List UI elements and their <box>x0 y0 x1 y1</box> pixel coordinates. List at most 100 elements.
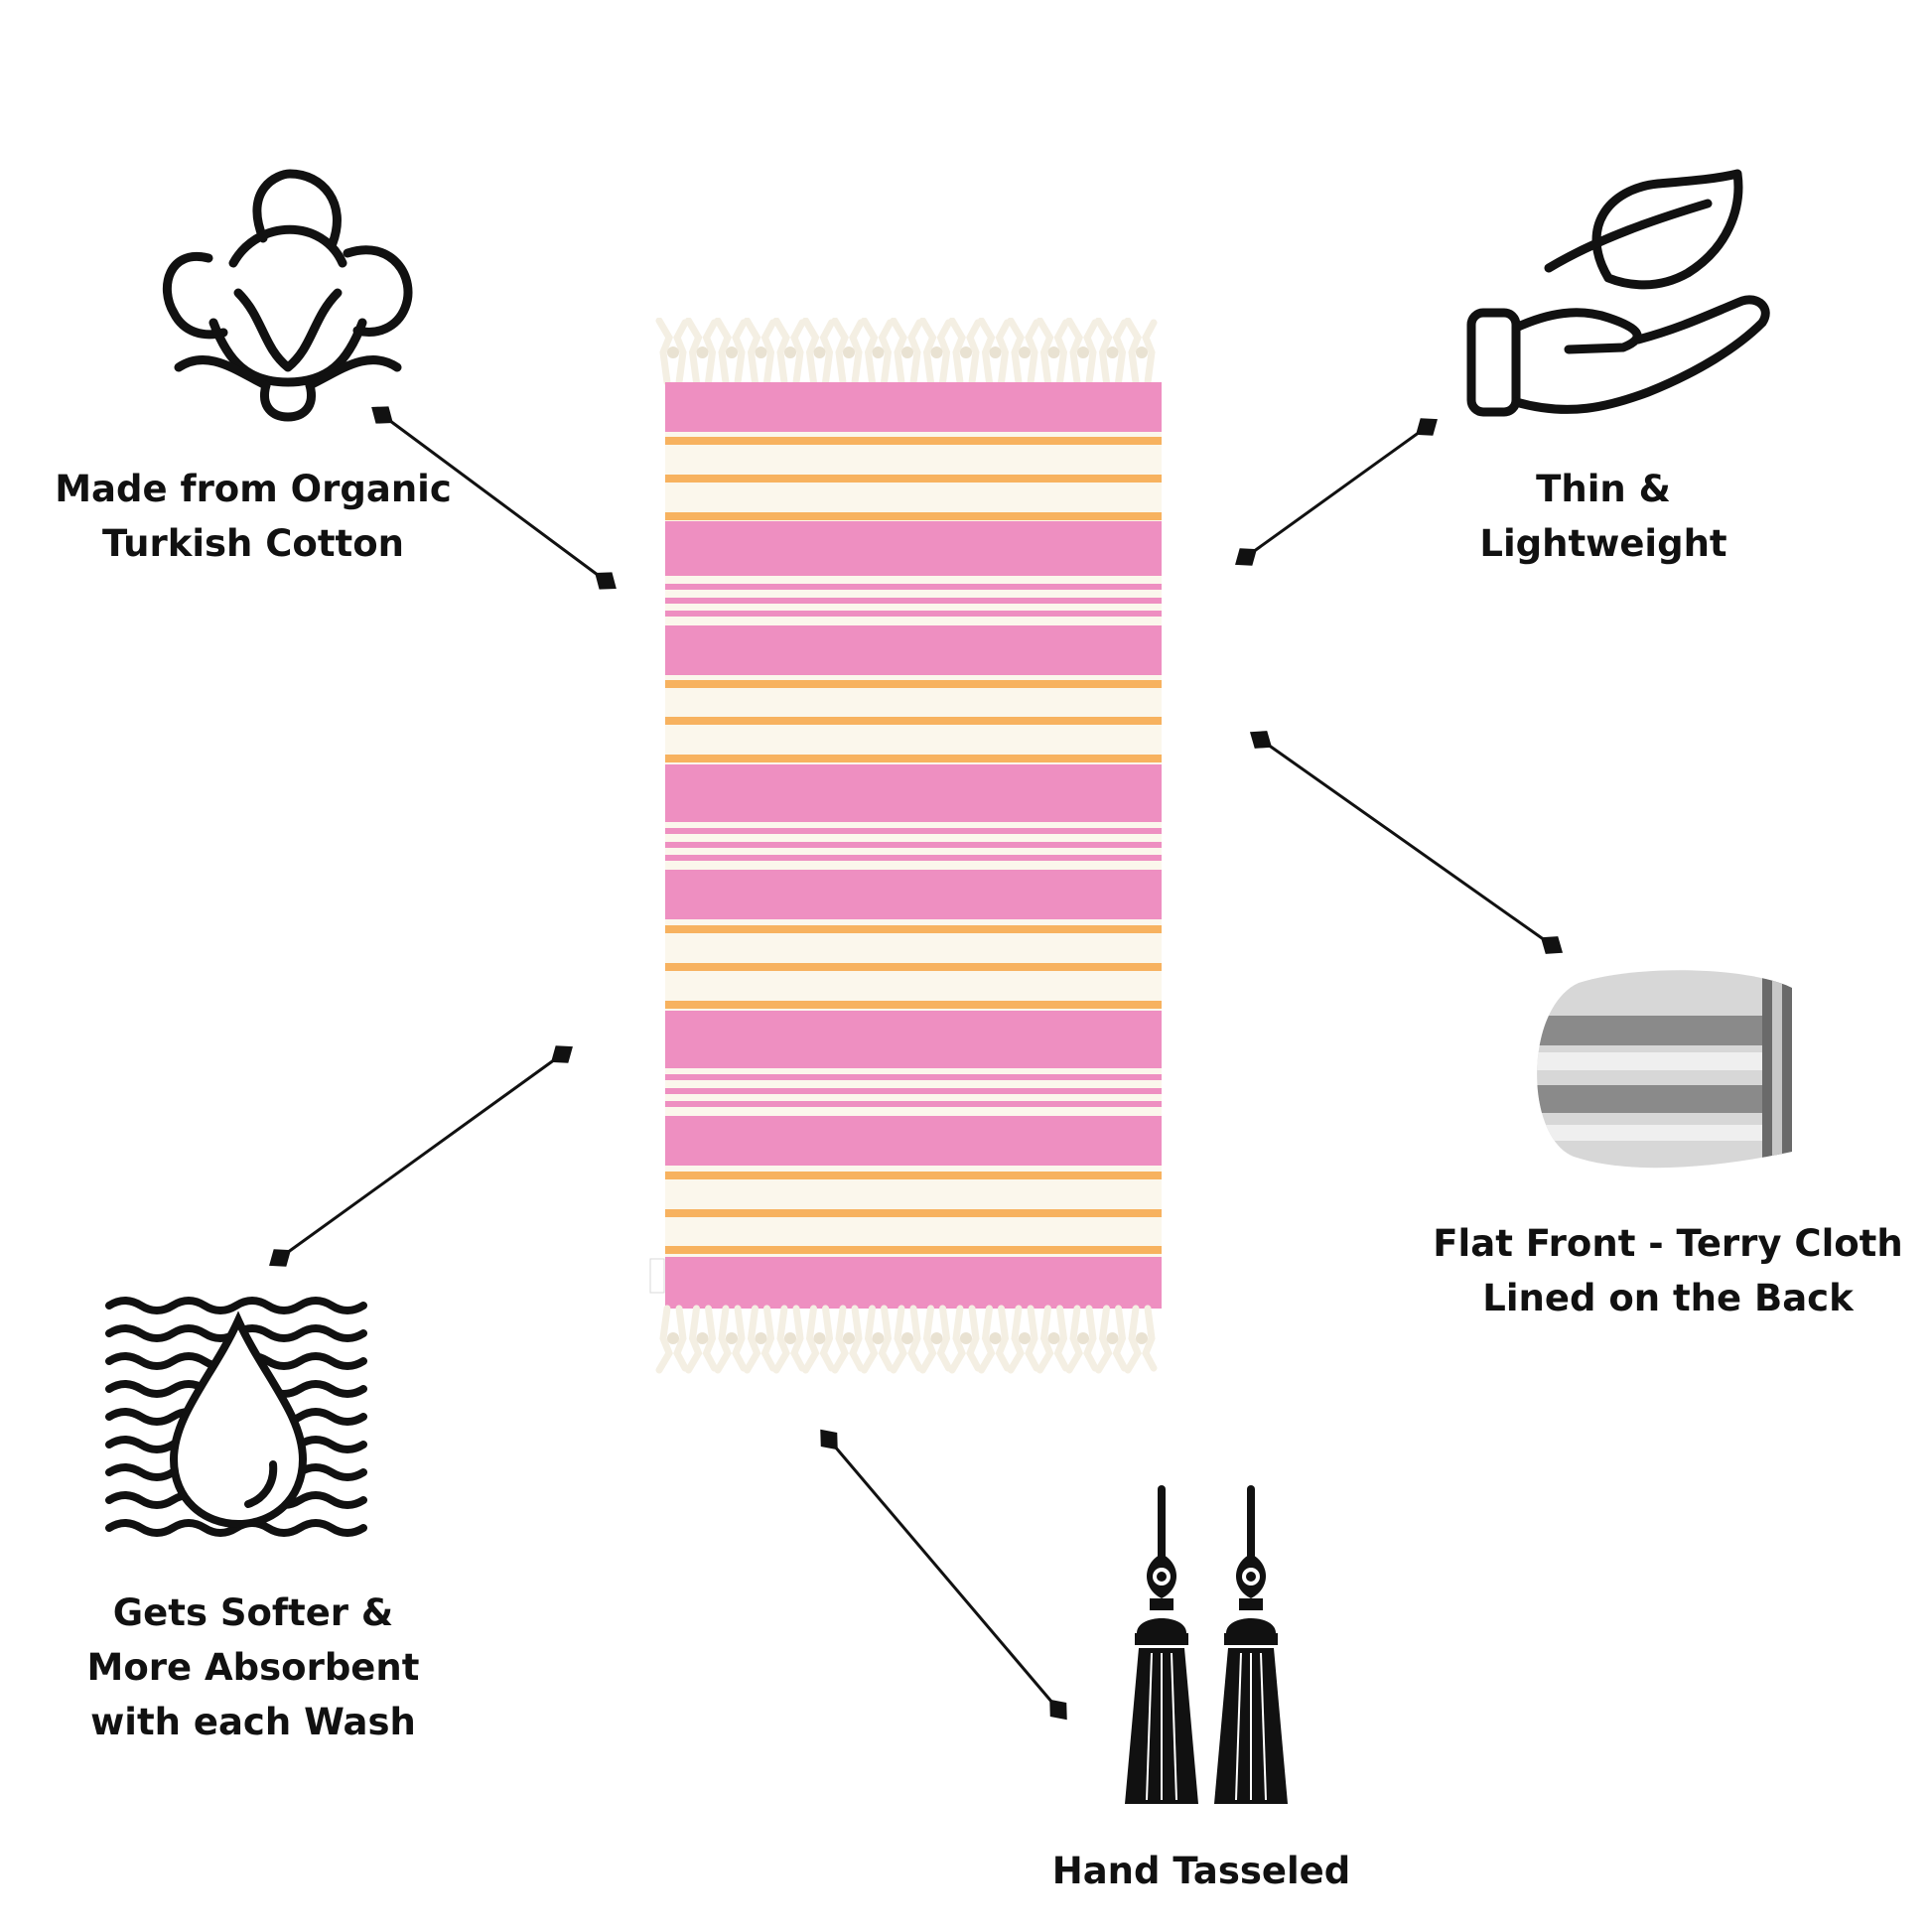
fringe-tassel <box>1124 1305 1158 1374</box>
fringe-knot <box>1106 1332 1119 1344</box>
stripe-pink <box>665 764 1162 822</box>
tassels-icon <box>1125 1485 1288 1804</box>
fringe-tassel <box>948 1305 982 1374</box>
fringe-tassel <box>1007 1305 1040 1374</box>
fringe-tassel <box>1124 318 1158 386</box>
fringe-knot <box>1047 346 1060 358</box>
stripe-pink <box>665 382 1162 432</box>
fringe-tassel <box>714 1305 748 1374</box>
water-drop-waves-icon <box>105 1297 367 1537</box>
fringe-knot <box>1077 346 1089 358</box>
fringe-knot <box>1019 346 1031 358</box>
label-tasseled: Hand Tasseled <box>1051 1850 1351 1892</box>
fringe-tassel <box>831 318 865 386</box>
tassel <box>1125 1485 1198 1804</box>
fringe-tassel <box>919 1305 952 1374</box>
stripe-pink <box>665 870 1162 919</box>
stripe-orange <box>665 755 1162 762</box>
fringe-tassel <box>890 318 923 386</box>
stripe-orange <box>665 925 1162 933</box>
stripe-orange <box>665 512 1162 520</box>
stripe-orange <box>665 717 1162 725</box>
fringe-knot <box>726 1332 738 1344</box>
fringe-knot <box>989 346 1002 358</box>
fringe-tassel <box>948 318 982 386</box>
fringe-tassel <box>655 1305 689 1374</box>
wave-line <box>105 1519 367 1537</box>
fringe-tassel <box>861 1305 894 1374</box>
fringe-tassel <box>744 318 776 386</box>
arrow-terry-cloth <box>1249 731 1564 954</box>
stripe-pink <box>665 611 1162 617</box>
fringe-tassel <box>772 1305 806 1374</box>
fringe-tassel <box>890 1305 923 1374</box>
bottom-fringe <box>655 1305 1158 1374</box>
fringe-knot <box>872 346 885 358</box>
fringe-knot <box>813 1332 826 1344</box>
stripe-orange <box>665 475 1162 483</box>
wave-line <box>105 1297 367 1314</box>
fringe-knot <box>930 1332 943 1344</box>
stripe-orange <box>665 680 1162 688</box>
fringe-knot <box>1077 1332 1089 1344</box>
fringe-knot <box>696 1332 709 1344</box>
fringe-tassel <box>861 318 894 386</box>
fringe-knot <box>667 1332 679 1344</box>
fringe-knot <box>989 1332 1002 1344</box>
fringe-tassel <box>1036 1305 1069 1374</box>
tassel <box>1214 1485 1288 1804</box>
arrow-tasseled <box>820 1429 1067 1721</box>
fringe-tassel <box>1036 318 1069 386</box>
stripe-orange <box>665 1209 1162 1217</box>
fringe-tassel <box>1065 1305 1099 1374</box>
fringe-knot <box>755 346 767 358</box>
cotton-boll-icon <box>162 169 413 422</box>
fringe-knot <box>1136 1332 1148 1344</box>
stripe-pink <box>665 855 1162 861</box>
stripe-pink <box>665 584 1162 590</box>
fringe-tassel <box>744 1305 776 1374</box>
stripe-pink <box>665 828 1162 834</box>
fringe-tassel <box>978 318 1011 386</box>
stripe-pink <box>665 1257 1162 1309</box>
fringe-knot <box>755 1332 767 1344</box>
towel-label-tag <box>649 1258 665 1294</box>
stripe-pink <box>665 1101 1162 1107</box>
terry-cloth-swatch <box>1537 970 1793 1169</box>
fringe-tassel <box>714 318 748 386</box>
fringe-knot <box>960 1332 972 1344</box>
fringe-tassel <box>1007 318 1040 386</box>
fringe-tassel <box>685 1305 718 1374</box>
fringe-tassel <box>919 318 952 386</box>
stripe-pink <box>665 625 1162 675</box>
fringe-knot <box>813 346 826 358</box>
label-terry-cloth: Flat Front - Terry Cloth Lined on the Ba… <box>1433 1222 1903 1319</box>
fringe-knot <box>930 346 943 358</box>
fringe-tassel <box>685 318 718 386</box>
fringe-tassel <box>1095 318 1128 386</box>
stripe-pink <box>665 1074 1162 1080</box>
fringe-knot <box>784 346 796 358</box>
fringe-knot <box>1019 1332 1031 1344</box>
fringe-knot <box>1136 346 1148 358</box>
striped-towel-image <box>649 318 1162 1374</box>
stripe-pink <box>665 521 1162 576</box>
stripe-pink <box>665 1011 1162 1068</box>
arrow-organic-cotton <box>371 406 617 590</box>
fringe-knot <box>872 1332 885 1344</box>
fringe-knot <box>843 1332 855 1344</box>
top-fringe <box>655 318 1158 386</box>
fringe-knot <box>1047 1332 1060 1344</box>
label-thin-lightweight: Thin & Lightweight <box>1479 468 1727 565</box>
fringe-knot <box>901 1332 913 1344</box>
fringe-knot <box>667 346 679 358</box>
fringe-knot <box>960 346 972 358</box>
fringe-tassel <box>978 1305 1011 1374</box>
fringe-knot <box>784 1332 796 1344</box>
fringe-knot <box>843 346 855 358</box>
stripe-orange <box>665 1001 1162 1009</box>
fringe-tassel <box>802 1305 835 1374</box>
stripe-pink <box>665 842 1162 848</box>
label-softer: Gets Softer & More Absorbent with each W… <box>86 1591 420 1743</box>
